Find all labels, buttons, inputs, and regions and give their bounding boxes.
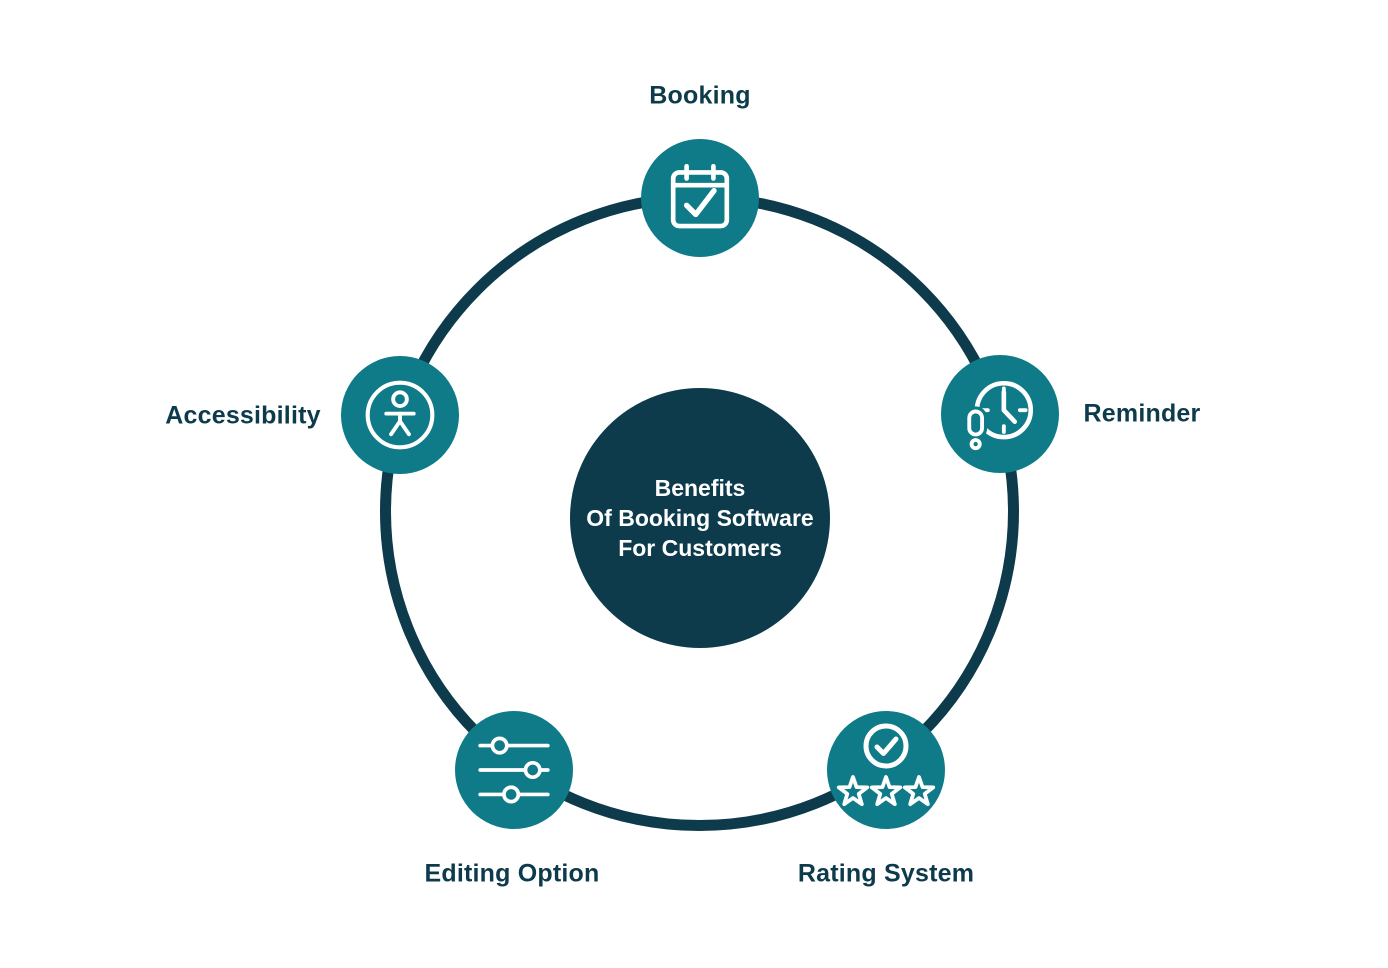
center-circle: Benefits Of Booking Software For Custome… (570, 388, 830, 648)
node-reminder (941, 355, 1059, 473)
node-label-rating-system: Rating System (797, 859, 975, 888)
node-label-editing-option: Editing Option (424, 859, 600, 888)
node-label-reminder: Reminder (1083, 399, 1201, 428)
node-editing-option (455, 711, 573, 829)
verified-stars-icon (836, 723, 936, 807)
node-booking (641, 139, 759, 257)
node-label-booking: Booking (649, 81, 751, 110)
center-title-line-2: Of Booking Software (586, 505, 814, 531)
center-title-line-1: Benefits (654, 475, 746, 501)
center-title-line-3: For Customers (618, 535, 782, 561)
node-accessibility (341, 356, 459, 474)
node-rating-system (827, 711, 945, 829)
sliders-icon (478, 736, 550, 804)
accessibility-person-icon (365, 380, 435, 450)
center-title: Benefits Of Booking Software For Custome… (586, 473, 813, 563)
clock-alert-icon (964, 380, 1034, 454)
node-label-accessibility: Accessibility (165, 401, 321, 430)
calendar-check-icon (670, 163, 730, 229)
